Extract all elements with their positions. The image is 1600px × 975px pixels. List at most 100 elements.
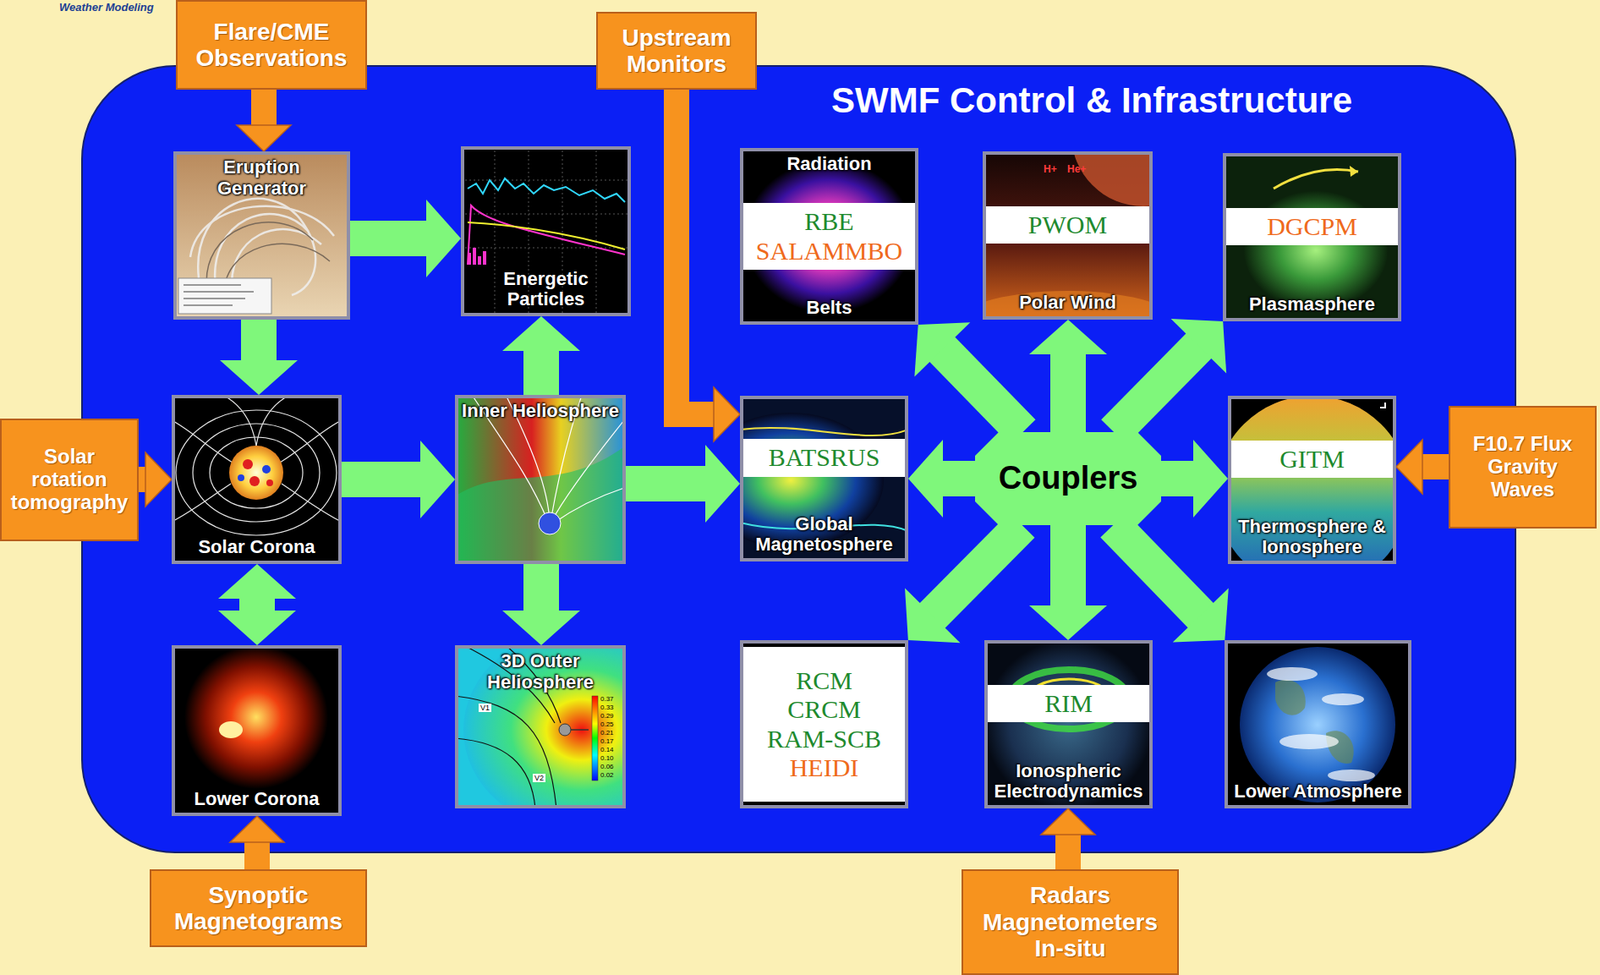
particles-plot-image <box>460 146 631 317</box>
caption-area <box>986 154 1150 160</box>
caption-area <box>176 201 347 312</box>
caption-area <box>175 648 339 654</box>
annotation-label: H+ <box>1043 164 1058 176</box>
hub-label: Couplers <box>998 460 1139 497</box>
model-name: PWOM <box>987 210 1148 241</box>
box-caption: Lower Atmosphere <box>1231 781 1405 803</box>
framework-panel-shape <box>82 65 1516 853</box>
caption-area <box>743 643 905 649</box>
box-caption: Solar Corona <box>178 536 335 559</box>
annotation-label: 0.29 <box>600 712 614 720</box>
model-component-box: RadiationRBESALAMMBO Belts <box>739 147 919 325</box>
model-name: DGCPM <box>1227 212 1397 242</box>
particles-plot-image <box>460 213 631 215</box>
input-source-box: Synoptic Magnetograms <box>149 869 368 948</box>
annotation-label: He+ <box>1067 164 1086 176</box>
caption-area: Energetic Particles <box>464 266 628 313</box>
eruption-image <box>178 278 272 314</box>
caption-area: RBESALAMMBO <box>743 177 916 296</box>
caption-area <box>458 555 623 561</box>
solar-corona-image <box>192 423 320 522</box>
flow-arrow <box>1113 345 1200 433</box>
ring-current-image <box>739 640 909 809</box>
earth-image <box>1321 693 1365 706</box>
eruption-image <box>214 213 309 287</box>
connectors <box>138 89 1449 870</box>
eruption-image <box>183 284 242 286</box>
particles-plot-image <box>467 252 472 265</box>
caption-area <box>175 398 339 404</box>
input-arrow <box>138 466 147 493</box>
model-name-band: PWOM <box>986 206 1150 245</box>
model-component-box: DGCPMPlasmasphere <box>1222 153 1402 322</box>
caption-area <box>464 149 628 155</box>
input-source-box: Upstream Monitors <box>596 11 757 90</box>
caption-area: DGCPM <box>1226 161 1398 292</box>
box-caption: Eruption Generator <box>180 157 344 199</box>
annotation-label: Weather Modeling <box>59 1 154 15</box>
solar-corona-image <box>175 410 337 536</box>
annotation-label: 0.21 <box>600 728 614 737</box>
caption-area <box>458 800 623 806</box>
outer-heliosphere-image <box>570 728 589 731</box>
flow-arrow <box>341 461 422 498</box>
model-name: CRCM <box>745 695 904 725</box>
solar-corona-image <box>256 394 291 446</box>
eruption-image <box>183 290 254 293</box>
caption-area: Radiation <box>743 151 916 178</box>
box-caption: Radiation <box>746 153 912 176</box>
solar-corona-image <box>266 479 274 487</box>
earth-image <box>1239 646 1396 803</box>
model-component-box: Lower Corona <box>171 645 342 817</box>
model-name: SALAMMBO <box>745 236 914 267</box>
model-component-box: RCMCRCMRAM-SCBHEIDI <box>739 640 909 809</box>
thermosphere-image <box>1215 395 1410 591</box>
model-name: RBE <box>745 207 914 237</box>
earth-image <box>1266 667 1376 782</box>
source-label: Flare/CME Observations <box>182 18 361 72</box>
coupler-hub: Couplers <box>975 432 1162 526</box>
box-caption: Belts <box>746 297 912 319</box>
annotation-label: 0.37 <box>600 695 614 703</box>
caption-area: Eruption Generator <box>176 154 347 202</box>
model-component-box: PWOMPolar Wind <box>982 151 1153 320</box>
caption-area: Lower Corona <box>175 786 339 813</box>
lower-corona-image <box>171 645 342 817</box>
model-component-box: Energetic Particles <box>460 146 631 317</box>
model-name: GITM <box>1232 444 1392 475</box>
particles-plot-image <box>494 146 496 317</box>
solar-corona-image <box>262 465 271 474</box>
model-component-box: Lower Atmosphere <box>1224 640 1412 809</box>
ionosphere-image <box>984 640 1153 809</box>
source-label: Radars Magnetometers In-situ <box>968 882 1173 962</box>
plasmasphere-image <box>1222 153 1402 322</box>
caption-area <box>987 643 1150 649</box>
caption-area <box>176 311 347 317</box>
model-component-box: 3D Outer Heliosphere <box>454 645 626 809</box>
source-label: F10.7 Flux Gravity Waves <box>1455 432 1590 502</box>
caption-area <box>175 653 339 787</box>
earth-image <box>1326 730 1354 764</box>
input-arrow <box>244 841 270 870</box>
caption-area <box>1227 648 1409 779</box>
model-name: RAM-SCB <box>745 724 904 755</box>
box-caption: Thermosphere & Ionosphere <box>1234 516 1390 559</box>
model-name-band: DGCPM <box>1226 208 1398 247</box>
caption-area <box>743 800 905 806</box>
eruption-image <box>183 284 254 306</box>
inner-heliosphere-image <box>538 512 561 535</box>
particles-plot-image <box>467 178 625 203</box>
caption-area <box>464 154 628 267</box>
magnetosphere-image <box>697 412 884 548</box>
particles-plot-image <box>467 205 625 265</box>
plasmasphere-image <box>1349 165 1359 177</box>
caption-area: 3D Outer Heliosphere <box>458 648 623 696</box>
flow-arrow <box>241 319 277 362</box>
lower-corona-image <box>219 721 243 739</box>
solar-corona-image <box>209 437 303 509</box>
solar-corona-image <box>171 420 233 463</box>
framework-panel: SWMF Control & InfrastructureEruption Ge… <box>82 65 1516 853</box>
model-name-band: RBESALAMMBO <box>743 202 916 270</box>
input-arrow <box>1421 454 1449 480</box>
